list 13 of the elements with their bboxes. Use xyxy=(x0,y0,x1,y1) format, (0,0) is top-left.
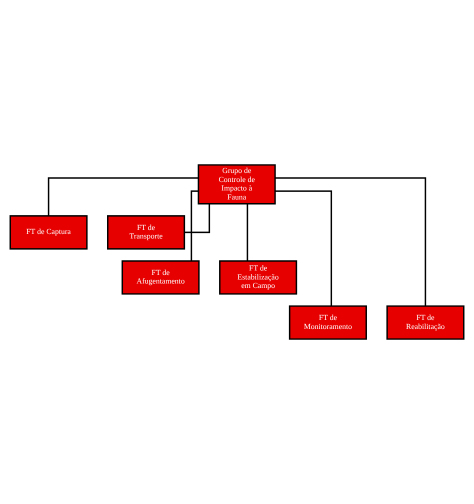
node-box: FT de Captura xyxy=(10,215,88,250)
connector xyxy=(246,204,248,261)
connector xyxy=(48,177,198,216)
node-box: FT de Monitoramento xyxy=(288,305,367,340)
node-box: FT de Afugentamento xyxy=(122,260,200,295)
node-box: FT de Estabilização em Campo xyxy=(219,260,298,295)
connector xyxy=(275,177,426,306)
connector xyxy=(275,190,332,306)
node-box: FT de Reabilitação xyxy=(386,305,464,340)
node-box: Grupo de Controle de Impacto à Fauna xyxy=(198,164,276,204)
connector xyxy=(190,190,198,261)
node-box: FT de Transporte xyxy=(107,215,186,250)
connector xyxy=(184,204,210,234)
